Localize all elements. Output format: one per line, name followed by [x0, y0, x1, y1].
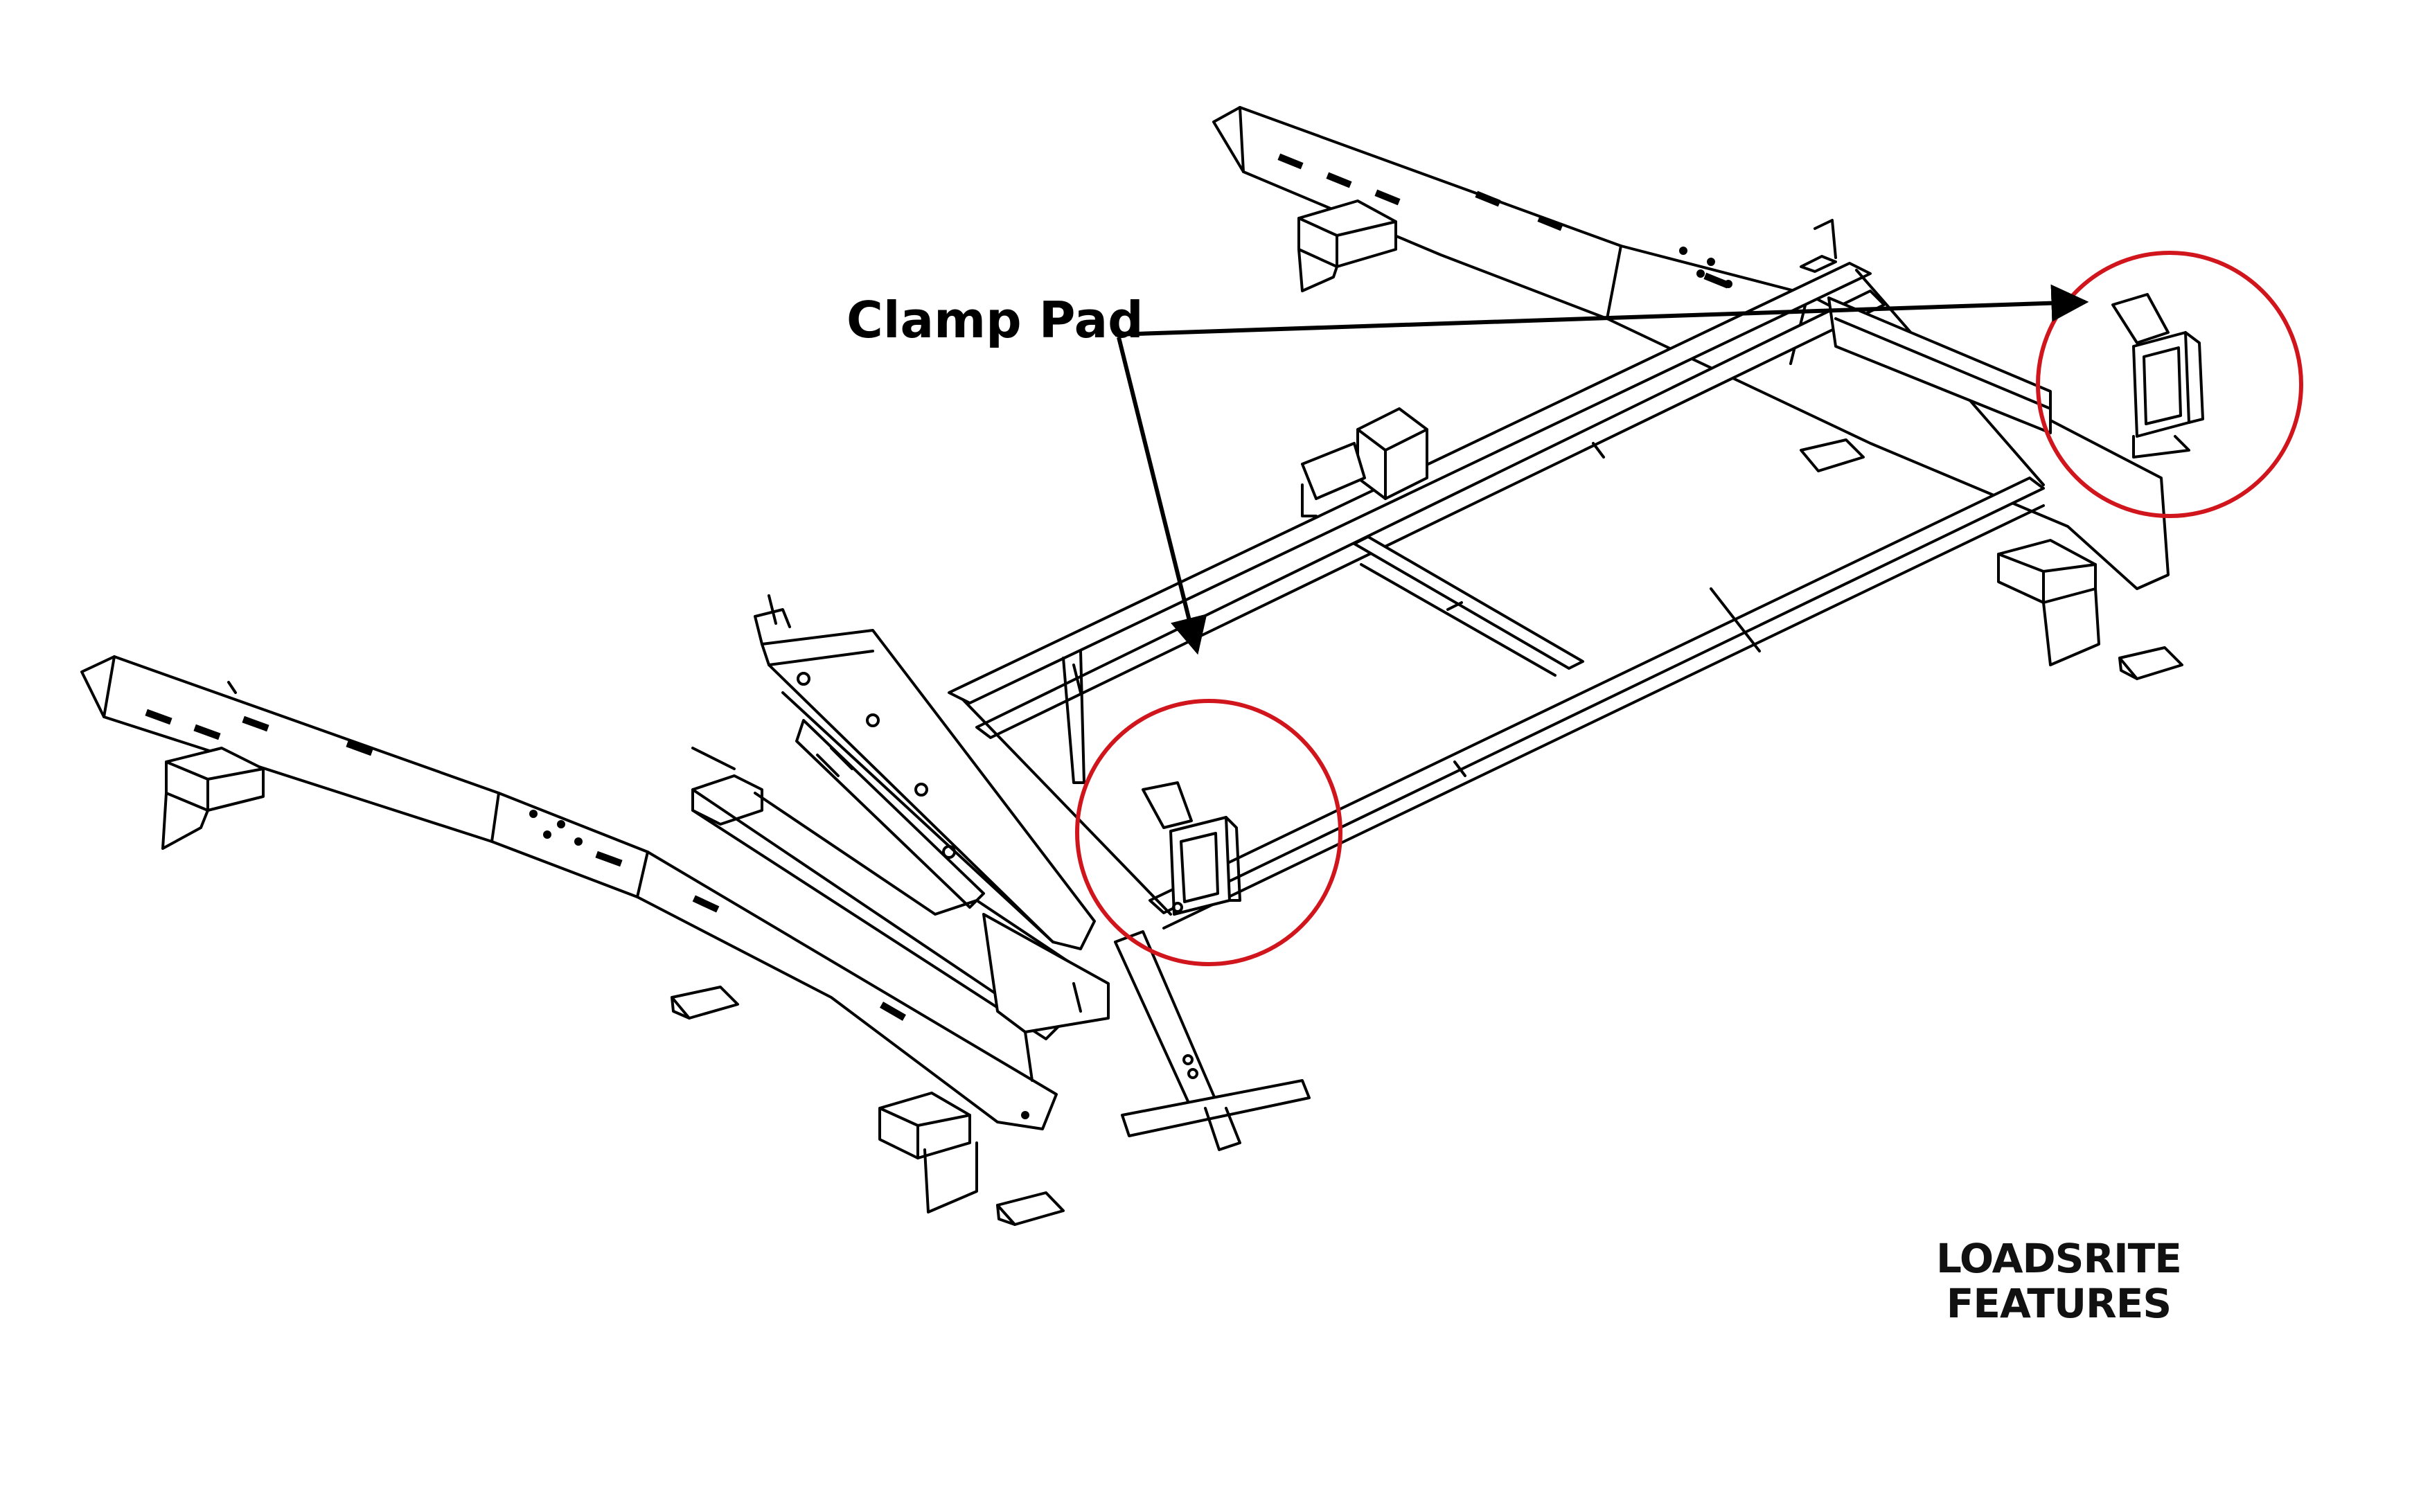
near-left-bracket	[161, 747, 265, 850]
mid-clamp-bracket	[1301, 407, 1428, 517]
arrow-to-rear-pad	[1115, 284, 2089, 337]
tow-handle	[1062, 650, 1311, 1151]
highlight-circle-rear	[2036, 251, 2303, 518]
highlight-circle-front	[1075, 699, 1342, 966]
clamp-pad-front	[1142, 781, 1241, 916]
near-side-rail	[80, 655, 1058, 1130]
far-right-bracket	[1997, 539, 2100, 666]
far-bracket	[1297, 199, 1397, 292]
brand-line-2: FEATURES	[1946, 1279, 2172, 1327]
near-middle-bracket	[878, 1092, 978, 1213]
small-clips	[671, 438, 2183, 1226]
callout-arrows	[1115, 284, 2089, 655]
brand-caption: LOADSRITE FEATURES	[1936, 1235, 2182, 1327]
callout-label-clamp-pad: Clamp Pad	[846, 291, 1144, 349]
clamp-pad-rear	[1827, 293, 2204, 459]
brand-line-1: LOADSRITE	[1936, 1235, 2182, 1282]
hitch-arm-assembly	[691, 594, 1110, 1082]
arrow-to-front-pad	[1117, 337, 1207, 655]
